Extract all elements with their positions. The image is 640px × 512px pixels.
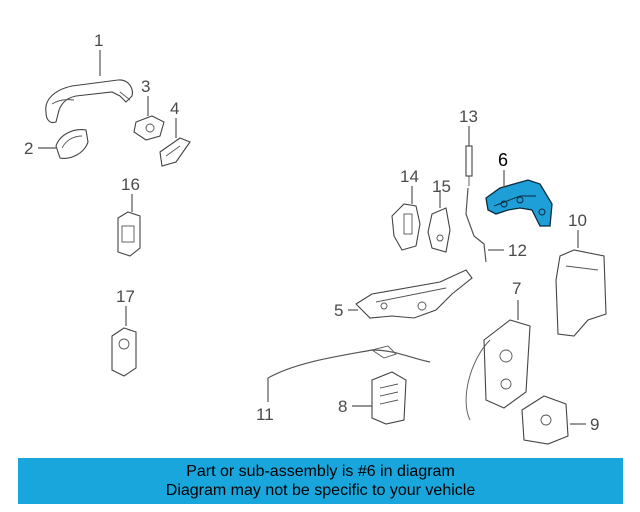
- info-banner: Part or sub-assembly is #6 in diagram Di…: [18, 458, 623, 504]
- part-3-bracket[interactable]: [133, 115, 165, 141]
- callout-12: 12: [508, 241, 527, 260]
- part-7-latch-assembly[interactable]: [465, 319, 531, 421]
- part-5-handle-frame[interactable]: [355, 269, 473, 319]
- banner-line-2: Diagram may not be specific to your vehi…: [165, 482, 476, 499]
- part-1-outside-handle[interactable]: [45, 79, 133, 124]
- part-12-wire-rod[interactable]: [465, 187, 487, 263]
- callout-17: 17: [116, 287, 135, 306]
- callout-10: 10: [568, 211, 587, 230]
- parts-diagram: 1 2 3 4 16 17 13 12: [24, 31, 607, 445]
- callout-8: 8: [338, 397, 347, 416]
- callout-7: 7: [512, 279, 521, 298]
- part-11-cable[interactable]: [267, 349, 431, 379]
- callout-5: 5: [334, 301, 343, 320]
- callout-4: 4: [170, 99, 179, 118]
- part-9-actuator[interactable]: [521, 395, 569, 445]
- part-8-cable-guide[interactable]: [371, 371, 407, 425]
- callout-3: 3: [141, 77, 150, 96]
- part-15-plate[interactable]: [427, 207, 451, 253]
- callout-1: 1: [94, 31, 103, 50]
- callout-14: 14: [400, 167, 419, 186]
- callout-9: 9: [590, 415, 599, 434]
- callout-13: 13: [459, 107, 478, 126]
- callout-15: 15: [432, 177, 451, 196]
- part-10-panel[interactable]: [555, 249, 607, 337]
- part-2-handle-cap[interactable]: [55, 129, 89, 159]
- part-16-housing[interactable]: [117, 211, 141, 257]
- part-4-gasket[interactable]: [159, 137, 191, 167]
- part-13-rod[interactable]: [465, 145, 473, 186]
- part-14-bracket[interactable]: [391, 203, 421, 251]
- callout-2: 2: [24, 139, 33, 158]
- callout-16: 16: [121, 175, 140, 194]
- part-6-highlighted[interactable]: [485, 179, 553, 227]
- part-17-cylinder[interactable]: [111, 327, 137, 377]
- banner-line-1: Part or sub-assembly is #6 in diagram: [186, 463, 455, 480]
- callout-6: 6: [498, 150, 508, 170]
- callout-11: 11: [256, 405, 274, 424]
